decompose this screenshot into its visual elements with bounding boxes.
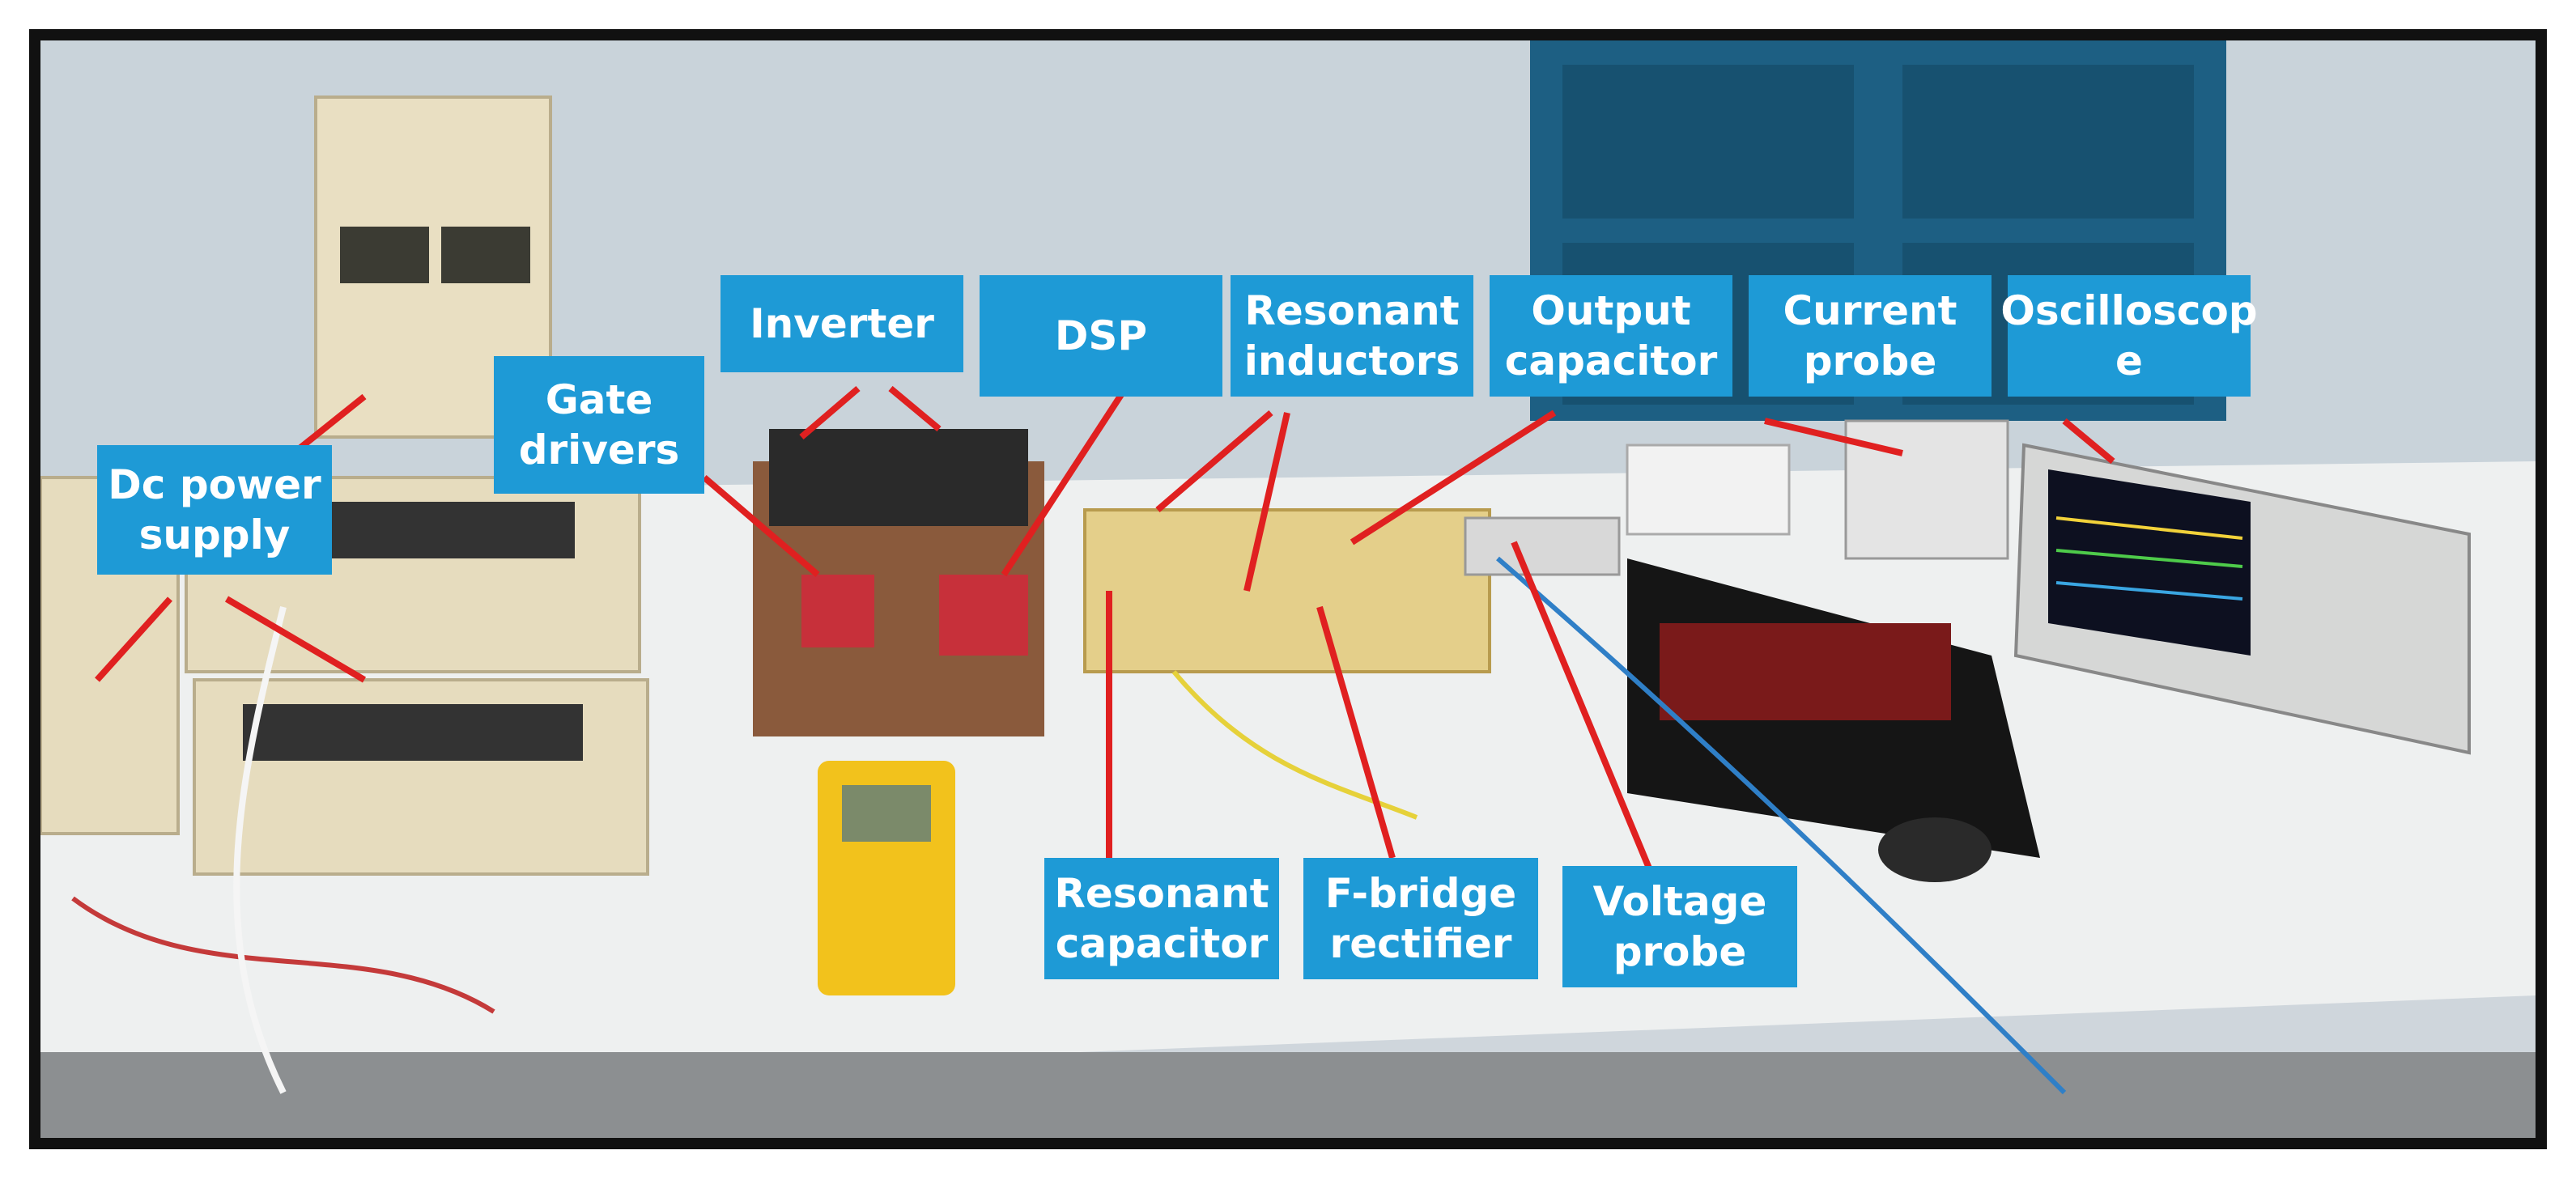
label-inverter: Inverter	[721, 275, 963, 372]
door-panel	[1902, 65, 2194, 219]
multimeter-display	[842, 785, 931, 842]
voltage-probe-unit	[1464, 516, 1621, 576]
cable	[71, 896, 495, 1014]
rectifier-board	[1083, 508, 1491, 673]
label-dsp: DSP	[980, 275, 1222, 397]
label-resonant-capacitor: Resonant capacitor	[1044, 858, 1279, 979]
table-top	[40, 461, 2536, 1093]
gate-driver-board	[801, 575, 874, 647]
power-strip	[1626, 444, 1791, 536]
label-output-capacitor: Output capacitor	[1490, 275, 1732, 397]
gate-driver-board	[939, 575, 1028, 656]
waveform	[2055, 581, 2243, 601]
display	[243, 704, 583, 761]
cable	[1496, 556, 2067, 1095]
waveform	[2055, 549, 2243, 568]
label-current-probe: Current probe	[1749, 275, 1992, 397]
photo-frame: Dc power supply Gate drivers Inverter DS…	[29, 29, 2547, 1149]
current-probe-unit	[1844, 419, 2009, 560]
label-oscilloscope: Oscilloscop e	[2000, 275, 2258, 397]
heatsink	[769, 429, 1028, 526]
label-gate-drivers: Gate drivers	[494, 356, 704, 494]
cable	[233, 606, 287, 1094]
lab-setup-photo	[40, 40, 2536, 1138]
label-dc-power-supply: Dc power supply	[97, 445, 332, 575]
label-f-bridge-rectifier: F-bridge rectifier	[1303, 858, 1538, 979]
floor	[40, 1052, 2536, 1138]
oscilloscope-screen	[2048, 469, 2251, 656]
label-resonant-inductors: Resonant inductors	[1231, 275, 1473, 397]
waveform	[2055, 516, 2243, 540]
cable	[1171, 670, 1418, 820]
mouse	[1878, 817, 1992, 882]
laptop-keyboard	[1660, 623, 1951, 720]
meter	[441, 227, 530, 283]
door-panel	[1562, 65, 1854, 219]
label-voltage-probe: Voltage probe	[1562, 866, 1797, 987]
meter	[340, 227, 429, 283]
